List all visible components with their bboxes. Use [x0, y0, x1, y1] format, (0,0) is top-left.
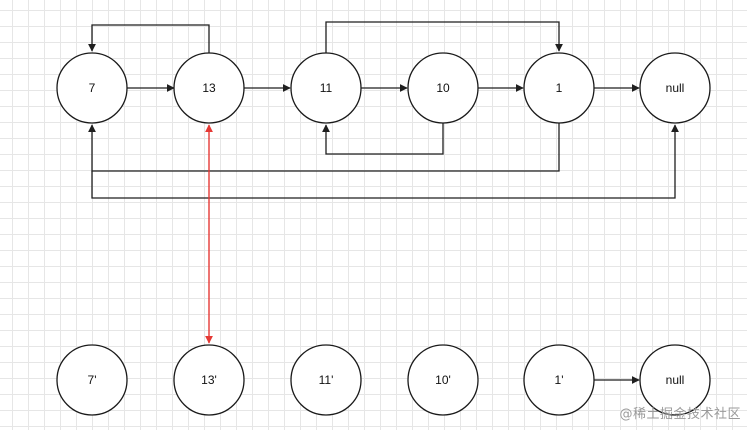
node-label: 10 [436, 81, 450, 95]
node-7: 7 [56, 52, 128, 124]
watermark: @稀土掘金技术社区 [619, 407, 741, 422]
node-label: null [666, 373, 685, 387]
node-13-copy: 13' [173, 344, 245, 416]
node-1-copy: 1' [523, 344, 595, 416]
node-13: 13 [173, 52, 245, 124]
node-7-copy: 7' [56, 344, 128, 416]
node-null-copy: null [639, 344, 711, 416]
random-7-to-null [91, 124, 679, 199]
node-label: 11' [319, 373, 334, 387]
node-label: 13 [202, 81, 216, 95]
node-label: 13' [201, 373, 217, 387]
random-11-to-1 [325, 21, 563, 53]
random-1-to-7 [88, 123, 560, 172]
node-label: 1' [555, 373, 564, 387]
random-13-to-7 [88, 24, 210, 53]
node-null: null [639, 52, 711, 124]
node-10-copy: 10' [407, 344, 479, 416]
node-11: 11 [290, 52, 362, 124]
node-label: 1 [556, 81, 563, 95]
node-1: 1 [523, 52, 595, 124]
node-label: null [666, 81, 685, 95]
node-10: 10 [407, 52, 479, 124]
node-label: 7' [88, 373, 97, 387]
node-label: 7 [89, 81, 96, 95]
node-label: 10' [435, 373, 451, 387]
random-10-to-11 [322, 123, 444, 155]
node-label: 11 [320, 81, 333, 95]
node-11-copy: 11' [290, 344, 362, 416]
